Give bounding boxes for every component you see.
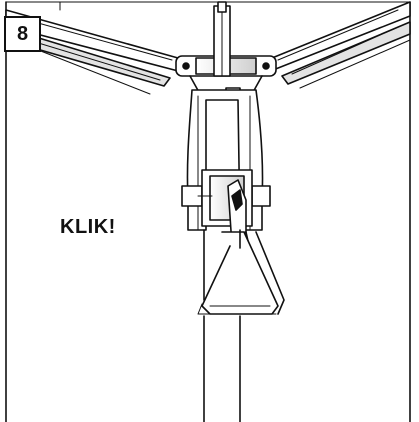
crank-handle (197, 231, 285, 315)
click-annotation: KLIK! (60, 216, 116, 238)
right-rib-arm (267, 1, 411, 89)
upper-pole (213, 1, 231, 77)
step-number-badge: 8 (4, 16, 41, 52)
lower-pole (203, 229, 241, 422)
